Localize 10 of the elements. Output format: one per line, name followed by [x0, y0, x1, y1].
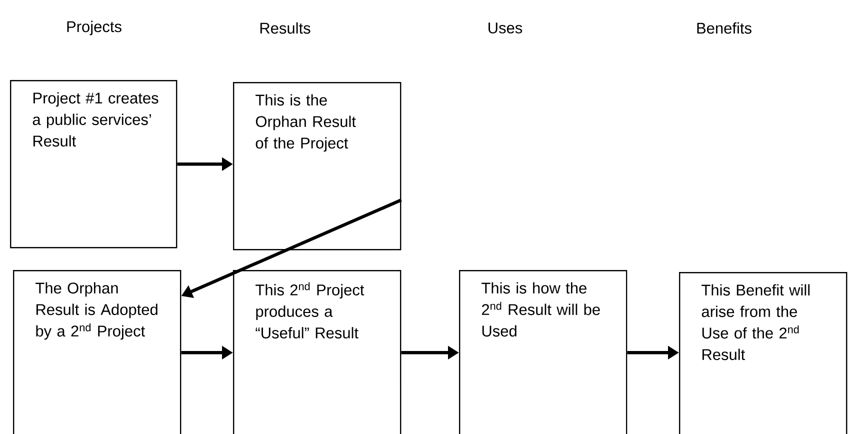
text-box: This is how the 2$^{nd}$ Result will be Used — [459, 270, 628, 434]
column-heading: Benefits — [697, 22, 752, 34]
column-heading: Uses — [488, 22, 522, 34]
text-box: This is the Orphan Result of the Project — [233, 82, 402, 250]
text-box: The Orphan Result is Adopted by a 2$^{nd}$ Project — [13, 270, 182, 434]
text-box: Project #1 creates a public services’ Result — [10, 80, 178, 248]
text-box: This 2$^{nd}$ Project produces a “Useful” Result — [233, 270, 402, 434]
text-box: This Benefit will arise from the Use of the 2$^{nd}$ Result — [679, 272, 848, 434]
column-heading: Projects — [67, 20, 122, 36]
column-heading: Results — [260, 22, 310, 34]
